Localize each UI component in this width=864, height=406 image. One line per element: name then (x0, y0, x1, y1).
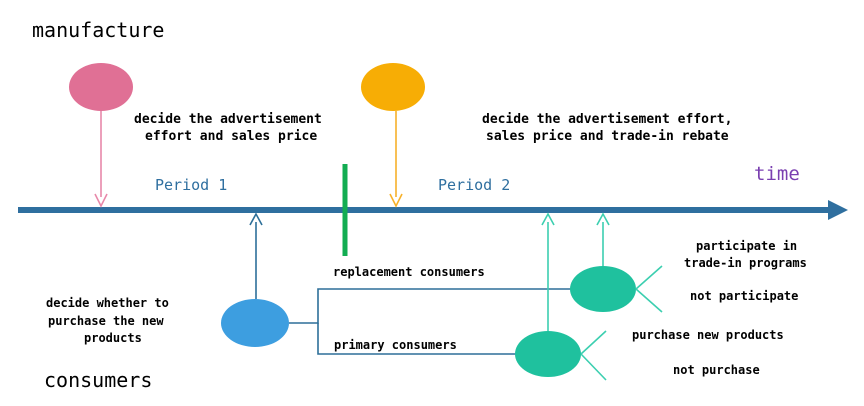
primary-consumer-node (515, 331, 581, 377)
decision-2-text-line-2: sales price and trade-in rebate (486, 129, 729, 144)
consumer-decision-node (221, 299, 289, 347)
decision-1-text-line-2: effort and sales price (145, 129, 317, 144)
manufacture-decision-2-node (361, 63, 425, 111)
replacement-consumer-node (570, 266, 636, 312)
manufacture-decision-2-arrowhead (389, 193, 403, 208)
consumer-decision-text-line-1: decide whether to (46, 296, 169, 310)
consumers-title: consumers (44, 368, 152, 392)
decision-2-text-line-1: decide the advertisement effort, (482, 112, 732, 127)
replacement-node-fork (635, 265, 663, 313)
primary-consumers-label: primary consumers (334, 338, 457, 352)
consumer-decision-text-line-3: products (84, 331, 142, 345)
participate-text-line-1: participate in (696, 239, 797, 253)
primary-node-arrowhead (541, 212, 555, 226)
consumer-decision-text-line-2: purchase the new (48, 314, 164, 328)
time-label: time (754, 163, 800, 185)
timeline-arrowhead (828, 200, 848, 220)
replacement-consumers-label: replacement consumers (333, 265, 485, 279)
primary-branch-line (317, 323, 516, 355)
primary-node-fork (580, 330, 607, 381)
not-purchase-text: not purchase (673, 363, 760, 377)
manufacture-decision-1-arrowhead (94, 193, 108, 208)
consumer-decision-arrowhead (249, 212, 263, 226)
manufacture-decision-1-node (69, 63, 133, 111)
manufacture-title: manufacture (32, 18, 164, 42)
replacement-branch-line (289, 288, 571, 324)
participate-text-line-2: trade-in programs (684, 256, 807, 270)
decision-1-text-line-1: decide the advertisement (134, 112, 322, 127)
purchase-new-text: purchase new products (632, 328, 784, 342)
period-2-label: Period 2 (438, 176, 510, 194)
not-participate-text: not participate (690, 289, 798, 303)
period-1-label: Period 1 (155, 176, 227, 194)
replacement-node-arrowhead (596, 212, 610, 226)
